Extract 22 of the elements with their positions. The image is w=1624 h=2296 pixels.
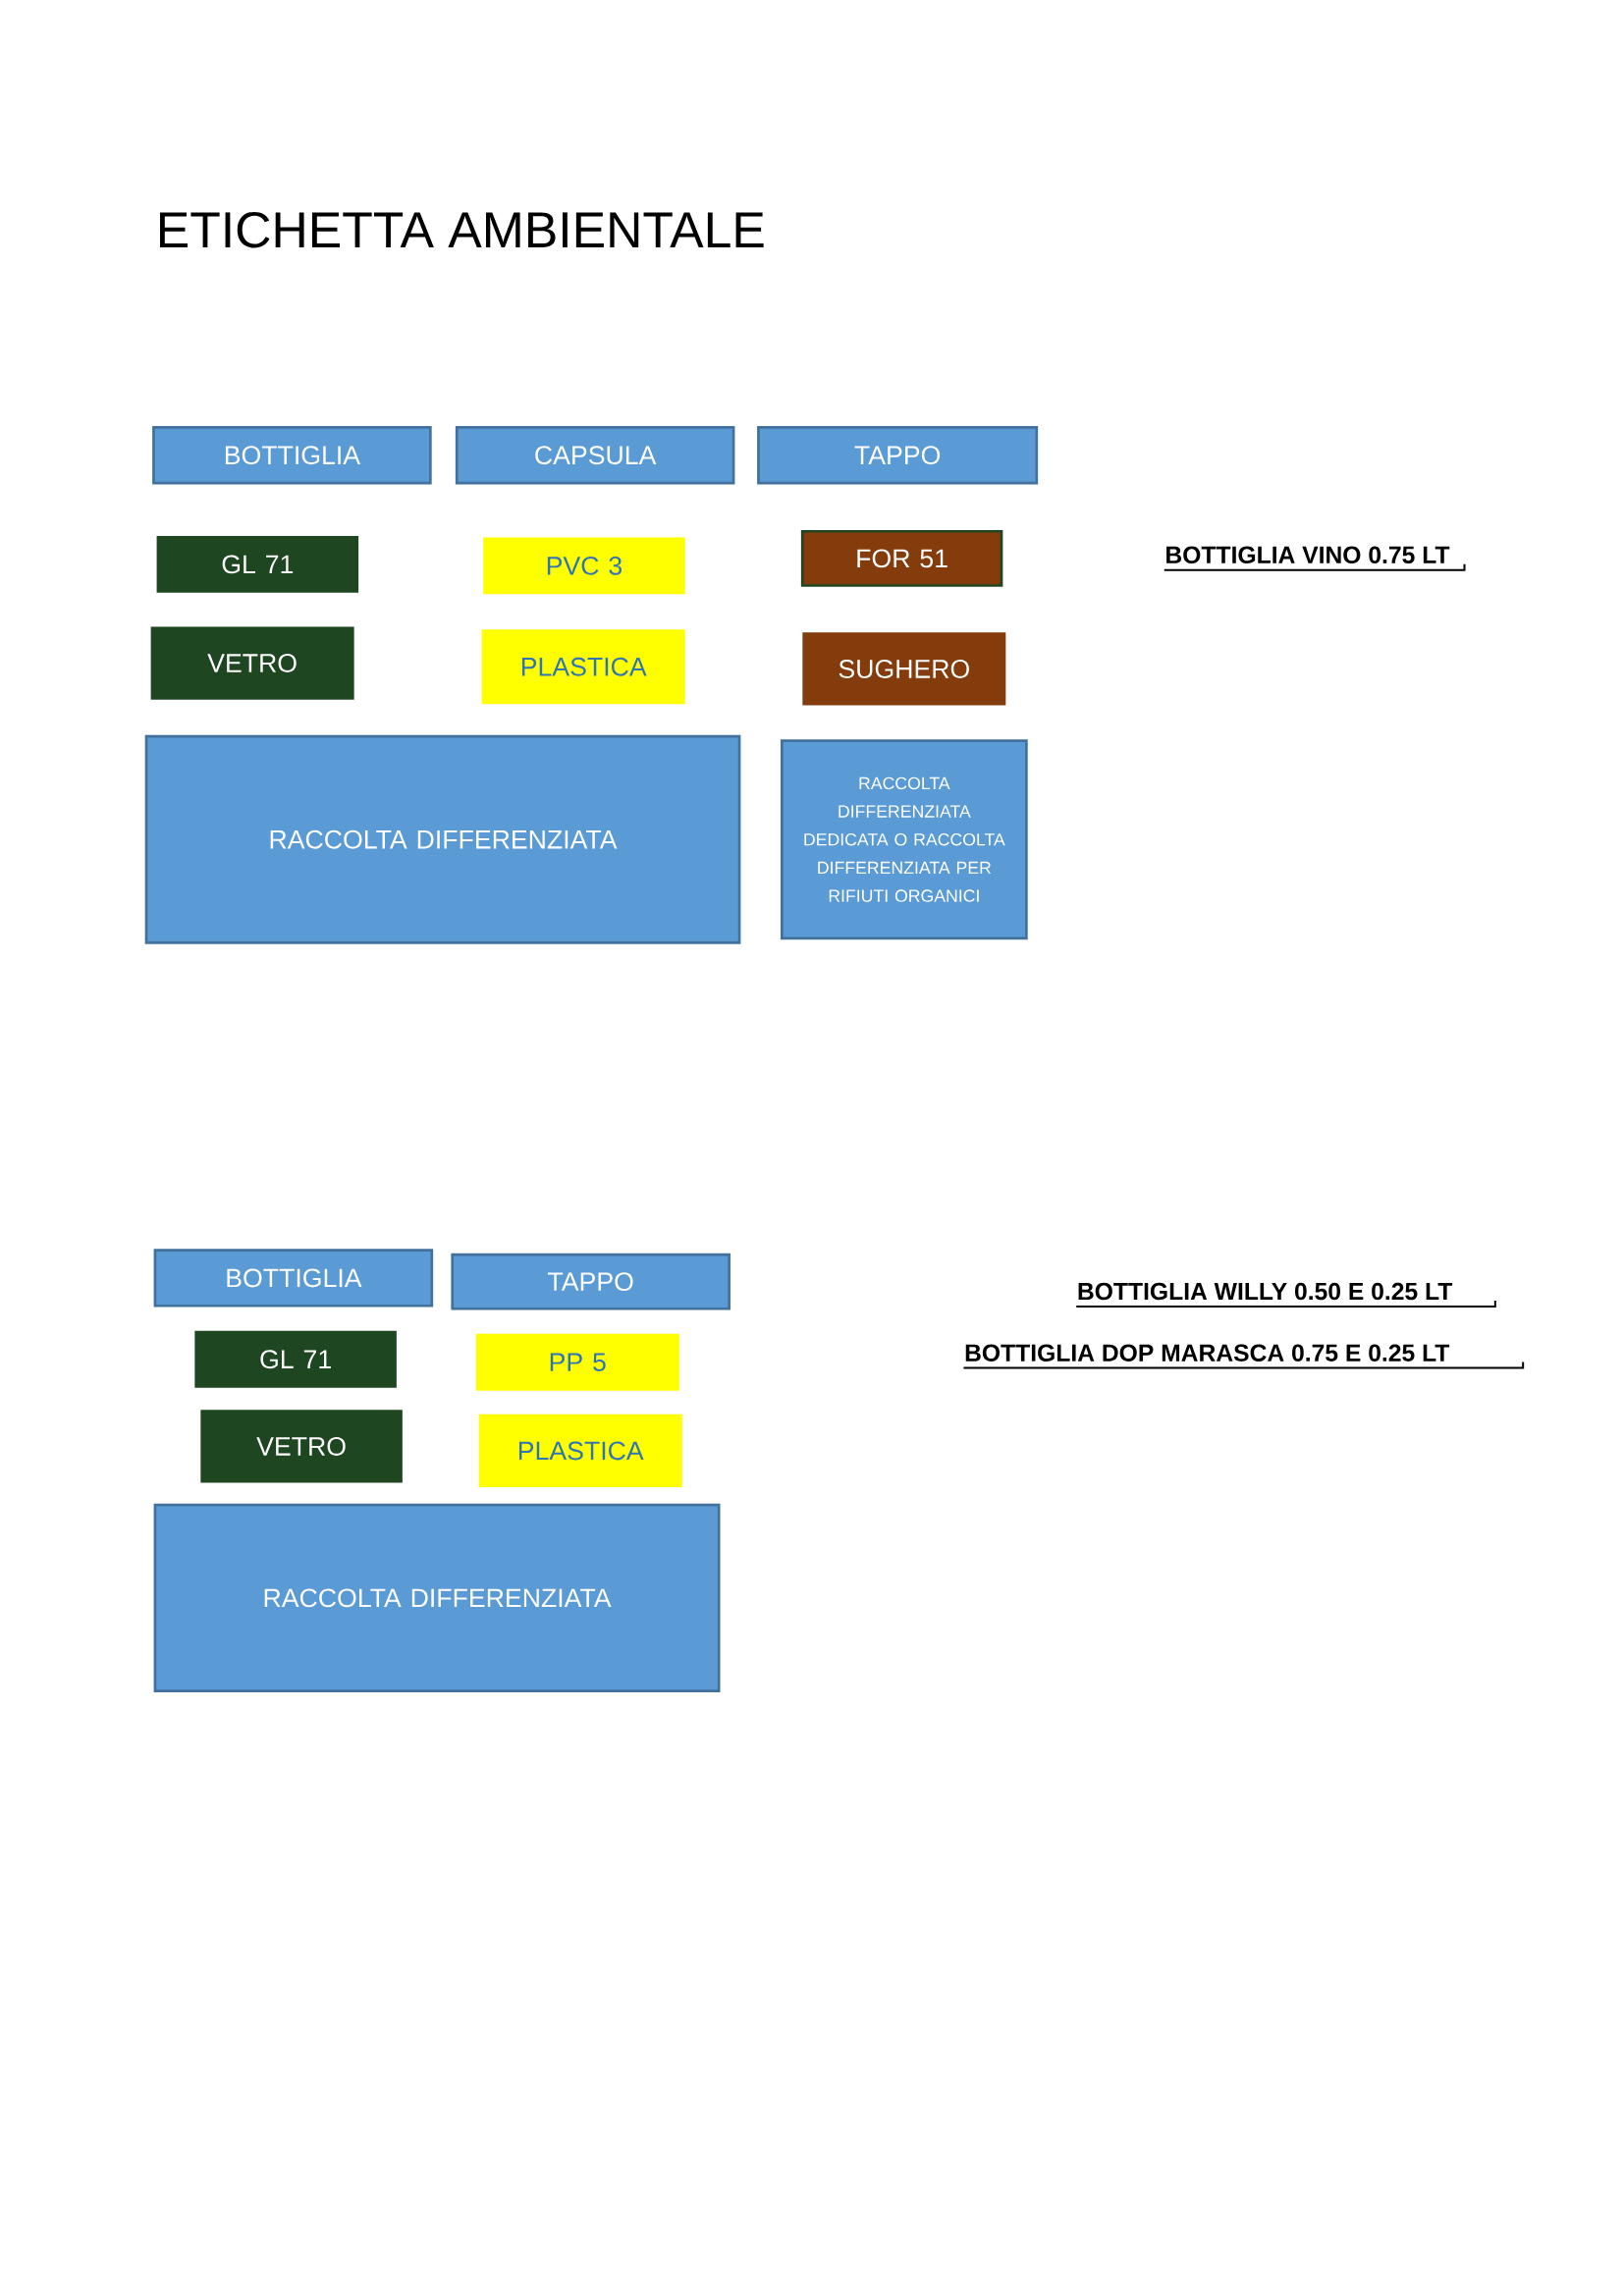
header-box: CAPSULA <box>455 426 735 485</box>
header-box: TAPPO <box>757 426 1039 485</box>
code-box: PP 5 <box>475 1333 679 1391</box>
header-box: BOTTIGLIA <box>153 1249 434 1308</box>
material-box: VETRO <box>150 626 354 700</box>
underlined-label: BOTTIGLIA VINO 0.75 LT <box>1163 546 1466 571</box>
header-box: TAPPO <box>451 1253 731 1310</box>
material-box: SUGHERO <box>802 632 1006 706</box>
material-box: VETRO <box>200 1410 403 1483</box>
disposal-box: RACCOLTA DIFFERENZIATA <box>144 734 741 944</box>
material-box: PLASTICA <box>478 1414 682 1488</box>
header-box: BOTTIGLIA <box>152 426 432 485</box>
code-box: GL 71 <box>156 535 359 593</box>
disposal-box: RACCOLTA DIFFERENZIATA DEDICATA O RACCOLTA DIFFERENZIATA PER RIFIUTI ORGANICI <box>780 739 1028 940</box>
underlined-label: BOTTIGLIA WILLY 0.50 E 0.25 LT <box>1075 1282 1496 1308</box>
material-box: PLASTICA <box>481 629 685 705</box>
code-box: PVC 3 <box>483 537 685 595</box>
disposal-box: RACCOLTA DIFFERENZIATA <box>153 1503 721 1692</box>
code-box: GL 71 <box>194 1330 397 1388</box>
title: ETICHETTA AMBIENTALE <box>160 211 764 248</box>
underlined-label: BOTTIGLIA DOP MARASCA 0.75 E 0.25 LT <box>962 1344 1525 1369</box>
code-box: FOR 51 <box>800 529 1003 587</box>
